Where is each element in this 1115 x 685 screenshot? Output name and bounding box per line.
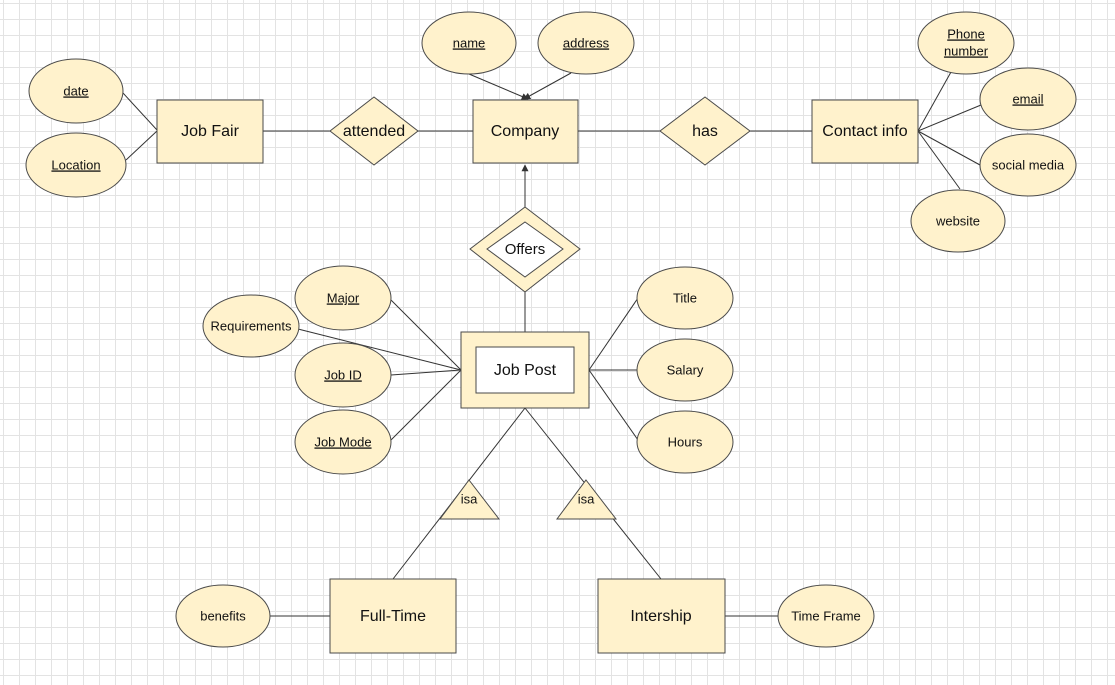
isa-triangle-left[interactable]: isa — [439, 479, 501, 520]
attribute-job-id[interactable]: Job ID — [294, 342, 392, 408]
attribute-email[interactable]: email — [979, 67, 1077, 131]
attribute-job-mode[interactable]: Job Mode — [294, 409, 392, 475]
edge-name-company — [468, 73, 529, 100]
attribute-label: date — [63, 83, 88, 98]
attribute-label: Time Frame — [791, 608, 861, 623]
attribute-label: number — [944, 43, 989, 58]
edge-location-jobfair — [125, 130, 158, 161]
attribute-time-frame[interactable]: Time Frame — [777, 584, 875, 648]
entity-job-fair[interactable]: Job Fair — [156, 99, 264, 164]
attribute-label: website — [935, 213, 980, 228]
isa-label: isa — [578, 491, 595, 506]
attribute-label: Salary — [667, 362, 704, 377]
edge-date-jobfair — [122, 92, 158, 131]
edge-social-contact — [917, 130, 981, 166]
entity-internship[interactable]: Intership — [597, 578, 726, 654]
relationship-label: has — [692, 123, 718, 140]
attribute-location[interactable]: Location — [25, 132, 127, 198]
entity-full-time[interactable]: Full-Time — [329, 578, 457, 654]
edge-hours-jobpost — [588, 369, 639, 441]
attribute-name[interactable]: name — [421, 11, 517, 75]
edge-requirements-jobpost — [297, 328, 462, 371]
connector-lines — [122, 71, 982, 617]
edge-website-contact — [917, 130, 961, 190]
entity-label: Company — [491, 123, 559, 140]
entity-contact-info[interactable]: Contact info — [811, 99, 919, 164]
attribute-label: Title — [673, 290, 697, 305]
attribute-benefits[interactable]: benefits — [175, 584, 271, 648]
relationship-label: Offers — [505, 241, 546, 258]
attribute-major[interactable]: Major — [294, 265, 392, 331]
identifying-relationship-offers[interactable]: Offers — [469, 206, 581, 293]
attribute-social-media[interactable]: social media — [979, 133, 1077, 197]
attribute-label: Major — [327, 290, 360, 305]
attribute-label: benefits — [200, 608, 246, 623]
attribute-label: Job ID — [324, 367, 362, 382]
attribute-salary[interactable]: Salary — [636, 338, 734, 402]
edge-phone-contact — [917, 71, 952, 132]
isa-triangle-right[interactable]: isa — [556, 479, 618, 520]
isa-label: isa — [461, 491, 478, 506]
entity-label: Contact info — [822, 123, 907, 140]
attribute-date[interactable]: date — [28, 58, 124, 124]
entity-label: Intership — [630, 608, 691, 625]
attribute-label: Requirements — [211, 318, 292, 333]
edge-major-jobpost — [390, 299, 462, 371]
relationship-label: attended — [343, 123, 405, 140]
edge-title-jobpost — [588, 297, 639, 371]
attribute-label: Location — [51, 157, 100, 172]
attribute-requirements[interactable]: Requirements — [202, 294, 300, 358]
entity-label: Job Post — [494, 362, 557, 379]
edge-jobid-jobpost — [390, 369, 462, 376]
edge-jobmode-jobpost — [390, 369, 462, 441]
edge-email-contact — [917, 104, 982, 132]
relationship-has[interactable]: has — [659, 96, 751, 166]
attribute-website[interactable]: website — [910, 189, 1006, 253]
attribute-hours[interactable]: Hours — [636, 410, 734, 474]
attribute-label: address — [563, 35, 610, 50]
relationship-attended[interactable]: attended — [329, 96, 419, 166]
weak-entity-job-post[interactable]: Job Post — [460, 331, 590, 409]
entity-label: Job Fair — [181, 123, 239, 140]
attribute-label: Phone — [947, 26, 985, 41]
attribute-label: name — [453, 35, 486, 50]
entity-company[interactable]: Company — [472, 99, 579, 164]
attribute-title[interactable]: Title — [636, 266, 734, 330]
edge-address-company — [523, 72, 572, 100]
attribute-label: Job Mode — [314, 434, 371, 449]
attribute-label: Hours — [668, 434, 703, 449]
attribute-label: social media — [992, 157, 1065, 172]
attribute-label: email — [1012, 91, 1043, 106]
entity-label: Full-Time — [360, 608, 426, 625]
attribute-phone-number[interactable]: Phone number — [917, 11, 1015, 75]
attribute-address[interactable]: address — [537, 11, 635, 75]
